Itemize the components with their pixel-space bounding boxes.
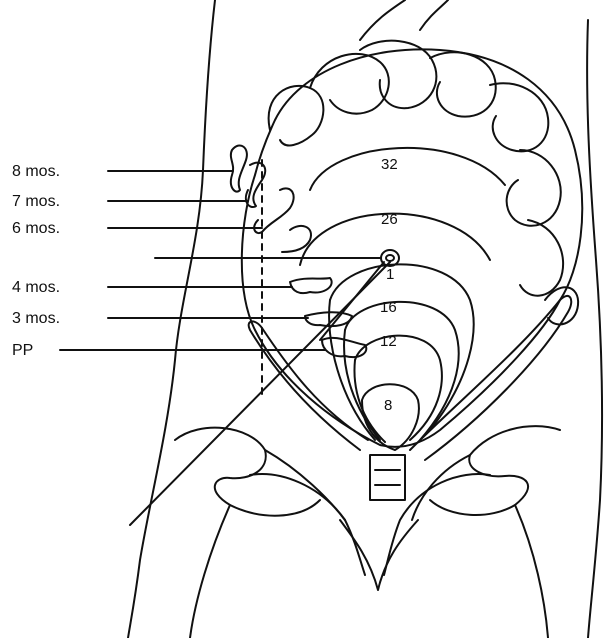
week-label-8: 8 [384,398,392,413]
week-label-32: 32 [381,157,398,172]
arc-32 [310,148,505,190]
pelvis-right [430,426,560,515]
fetus-8mos [231,145,247,191]
bowel-loop-6 [507,150,561,226]
thigh-right [515,505,548,638]
bowel-loop-7 [520,220,563,296]
pelvis-right-inner [384,474,490,575]
groin-right [412,455,470,520]
fetus-6mos [254,188,293,233]
week-label-26: 26 [381,212,398,227]
label-4-months: 4 mos. [12,280,60,296]
week-label-16: 16 [380,300,397,315]
neck-top [360,0,448,40]
bowel-loop-5 [490,83,548,151]
thigh-left [190,505,230,638]
week-label-12: 12 [380,334,397,349]
pelvic-floor [340,520,418,590]
week-label-20: 1 [386,267,394,282]
pelvis-left-inner [250,474,365,575]
label-7-months: 7 mos. [12,194,60,210]
bowel-loop-4 [430,52,496,116]
torso-right-outline [587,20,602,638]
pubic-symphysis [370,455,405,500]
bowel-loop-2 [310,54,389,114]
label-8-months: 8 mos. [12,164,60,180]
label-6-months: 6 mos. [12,221,60,237]
label-3-months: 3 mos. [12,311,60,327]
fetus-4mos [290,278,332,293]
label-pp: PP [12,343,33,359]
